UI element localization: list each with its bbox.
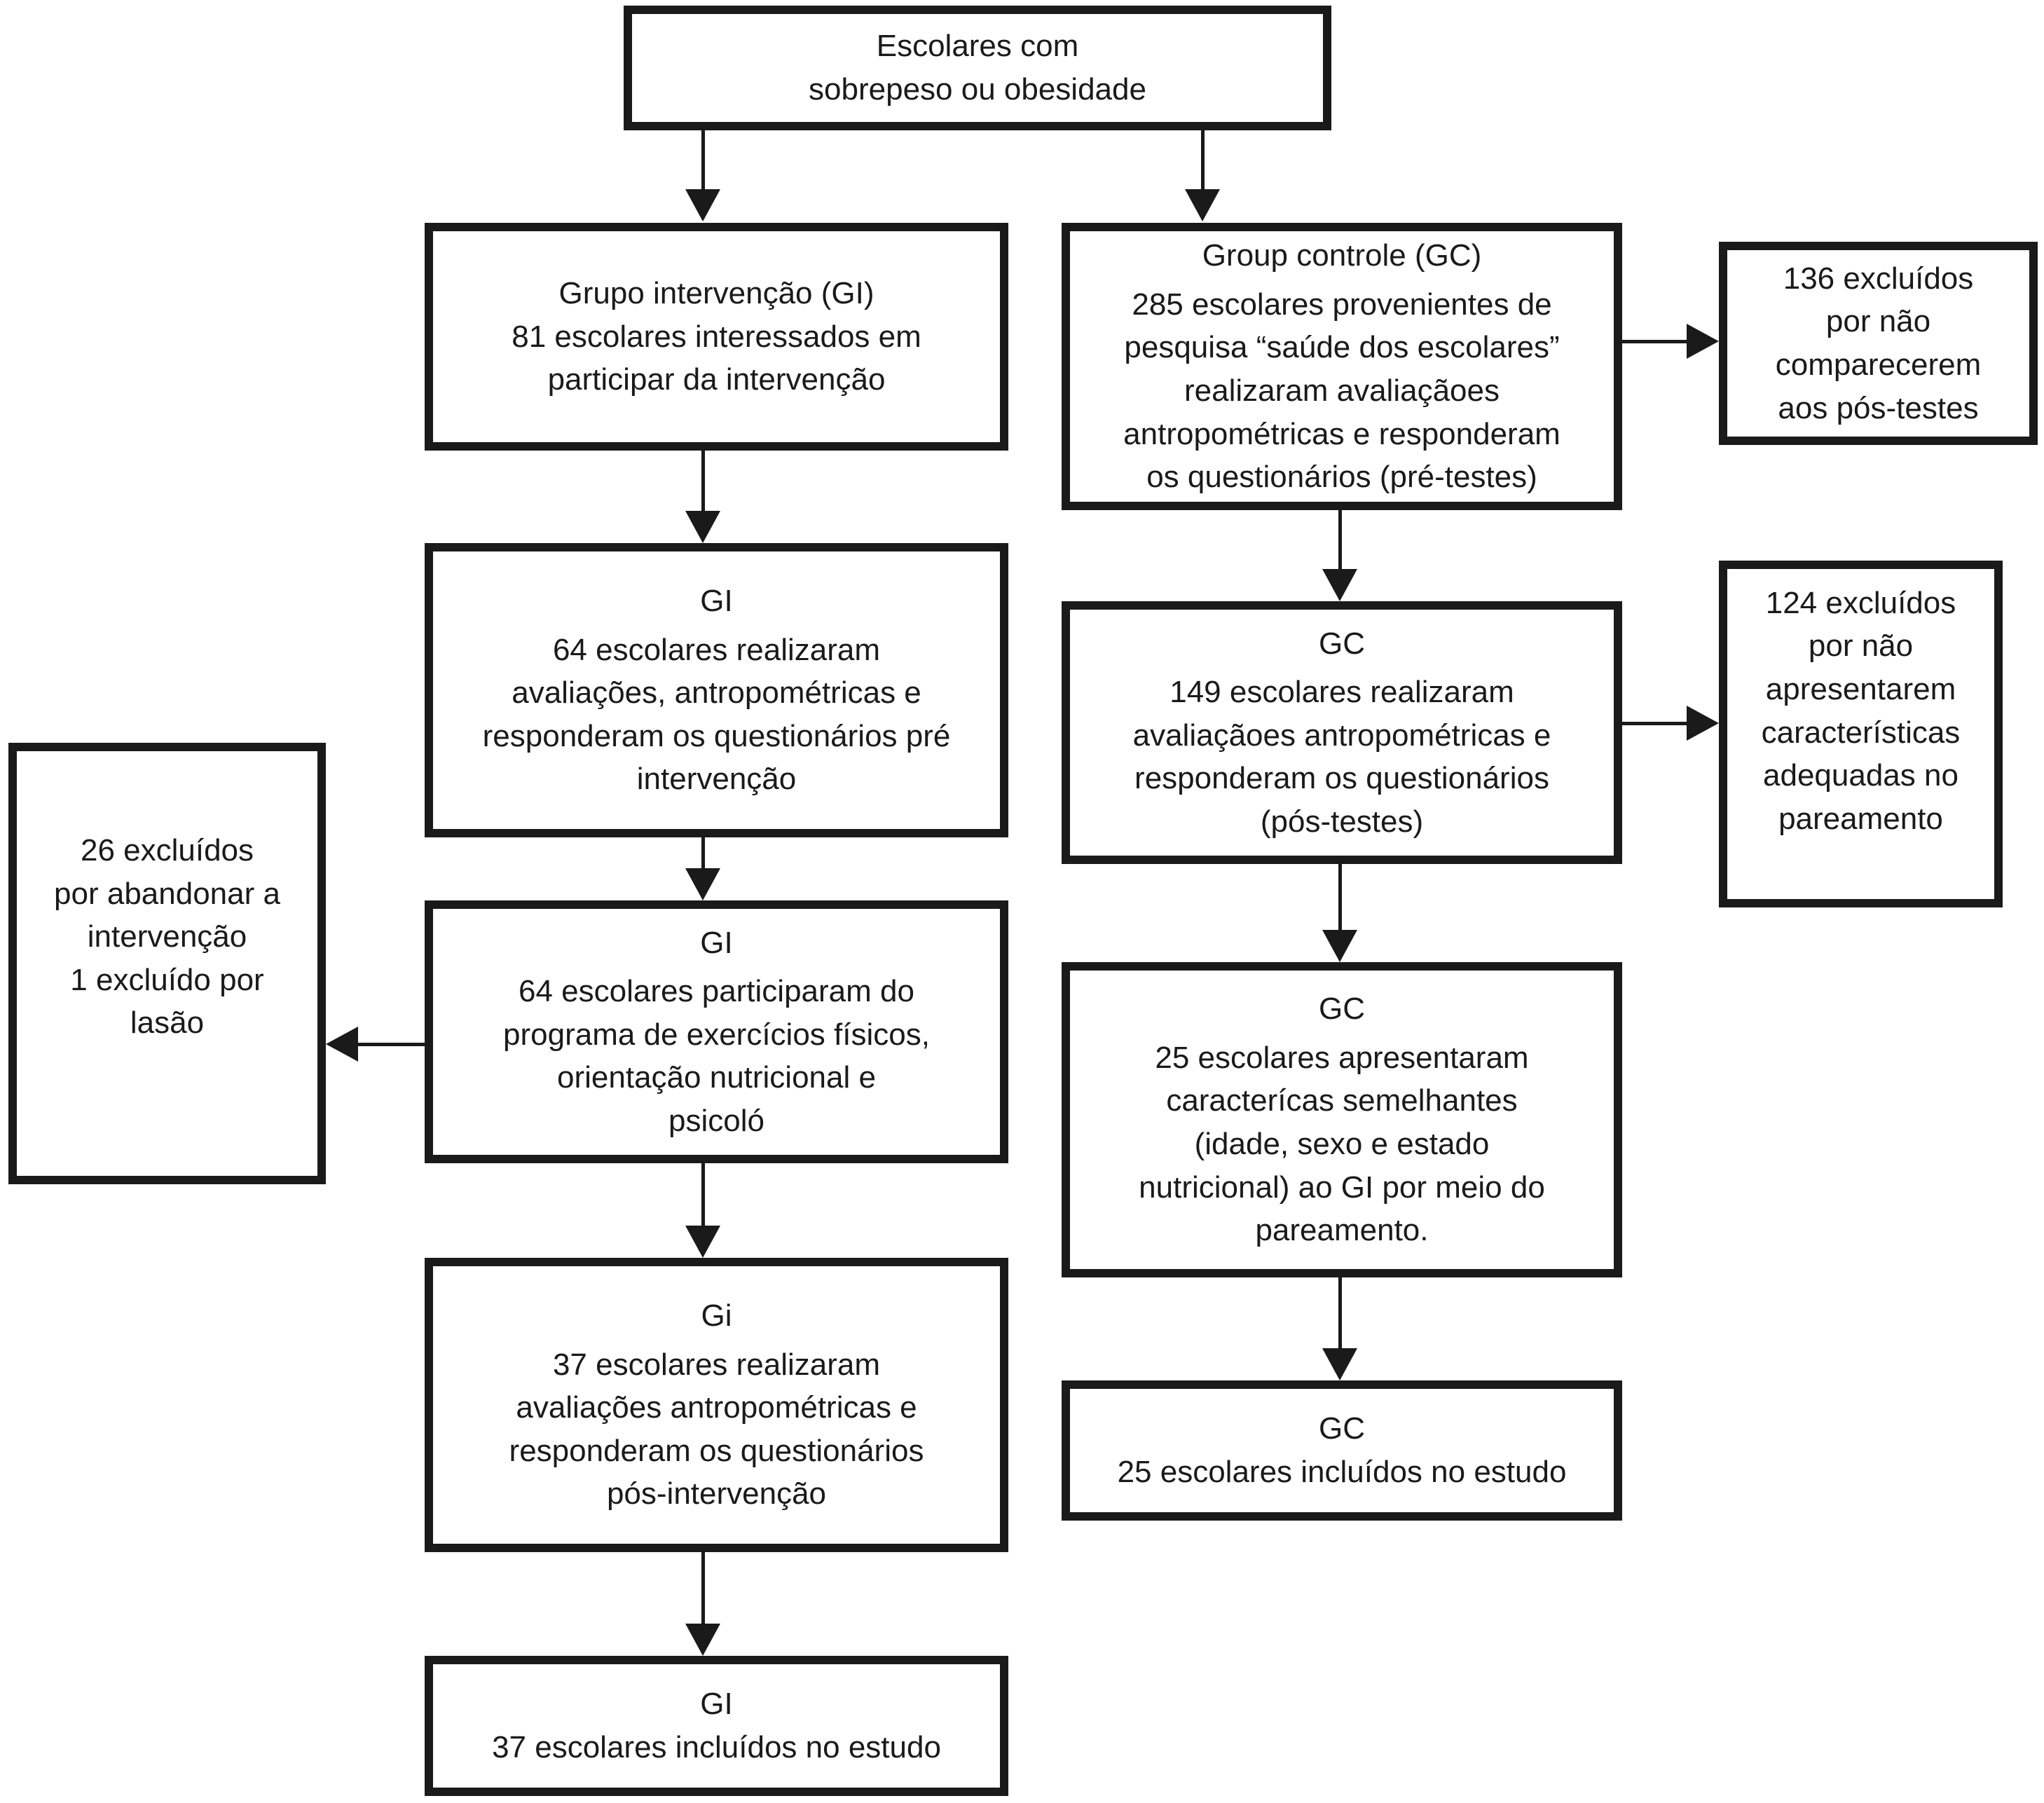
box-excluidos-26: 26 excluídos por abandonar a intervenção… [8, 743, 326, 1184]
box-grupo-intervencao-text: Grupo intervenção (GI) 81 escolares inte… [512, 276, 921, 397]
box-grupo-controle: Group controle (GC) 285 escolares proven… [1062, 223, 1622, 510]
arrowhead-left-icon [326, 1027, 358, 1062]
connector-line [357, 1043, 425, 1046]
box-gc-25-incluidos-title: GC [1319, 1411, 1365, 1446]
box-gi-64-avaliacoes: GI 64 escolares realizaram avaliações, a… [425, 543, 1008, 837]
arrowhead-down-icon [1185, 189, 1220, 221]
box-gc-25-pareamento-title: GC [1319, 992, 1365, 1027]
box-gi-64-programa: GI 64 escolares participaram do programa… [425, 900, 1008, 1163]
box-gi-64-programa-body: 64 escolares participaram do programa de… [503, 974, 930, 1138]
box-gi-37-pos-intervencao: Gi 37 escolares realizaram avaliações an… [425, 1258, 1008, 1552]
connector-line [701, 130, 705, 189]
arrowhead-down-icon [685, 1226, 720, 1258]
box-gc-25-pareamento-body: 25 escolares apresentaram caracterícas s… [1139, 1040, 1545, 1248]
connector-line [701, 837, 705, 868]
box-gc-25-pareamento: GC 25 escolares apresentaram caracteríca… [1062, 962, 1622, 1277]
connector-line [1338, 1277, 1342, 1348]
box-gi-64-avaliacoes-body: 64 escolares realizaram avaliações, antr… [482, 632, 951, 797]
box-gc-149-avaliacoes: GC 149 escolares realizaram avaliaçãoes … [1062, 601, 1622, 864]
box-excluidos-26-text: 26 excluídos por abandonar a intervenção… [54, 833, 280, 1041]
arrowhead-down-icon [685, 189, 720, 221]
box-escolares-top: Escolares com sobrepeso ou obesidade [624, 6, 1331, 130]
box-excluidos-136-text: 136 excluídos por não comparecerem aos p… [1775, 261, 1982, 425]
arrowhead-down-icon [1322, 1348, 1357, 1380]
box-gi-37-pos-intervencao-title: Gi [701, 1298, 732, 1334]
box-excluidos-124: 124 excluídos por não apresentarem carac… [1719, 561, 2003, 907]
box-grupo-controle-body: 285 escolares provenientes de pesquisa “… [1123, 287, 1561, 495]
box-gi-64-avaliacoes-title: GI [700, 584, 733, 619]
box-escolares-top-text: Escolares com sobrepeso ou obesidade [809, 29, 1146, 107]
arrowhead-down-icon [685, 1624, 720, 1656]
arrowhead-right-icon [1687, 706, 1719, 741]
arrowhead-right-icon [1687, 324, 1719, 359]
connector-line [701, 1163, 705, 1226]
connector-line [1622, 340, 1687, 343]
box-gi-37-incluidos: GI 37 escolares incluídos no estudo [425, 1656, 1008, 1796]
arrowhead-down-icon [685, 511, 720, 543]
box-gi-37-pos-intervencao-body: 37 escolares realizaram avaliações antro… [509, 1347, 924, 1511]
box-gc-149-avaliacoes-title: GC [1319, 626, 1365, 661]
box-excluidos-136: 136 excluídos por não comparecerem aos p… [1719, 242, 2038, 445]
box-gc-25-incluidos: GC 25 escolares incluídos no estudo [1062, 1380, 1622, 1521]
box-grupo-controle-title: Group controle (GC) [1202, 238, 1482, 273]
connector-line [1201, 130, 1205, 189]
arrowhead-down-icon [1322, 569, 1357, 601]
arrowhead-down-icon [685, 868, 720, 900]
box-gi-37-incluidos-body: 37 escolares incluídos no estudo [492, 1730, 941, 1764]
connector-line [701, 451, 705, 511]
box-excluidos-124-text: 124 excluídos por não apresentarem carac… [1761, 585, 1961, 836]
connector-line [1338, 510, 1342, 569]
arrowhead-down-icon [1322, 930, 1357, 962]
box-gc-25-incluidos-body: 25 escolares incluídos no estudo [1117, 1455, 1567, 1489]
connector-line [701, 1552, 705, 1624]
connector-line [1338, 864, 1342, 930]
box-gi-37-incluidos-title: GI [700, 1687, 733, 1722]
connector-line [1622, 722, 1687, 725]
box-grupo-intervencao: Grupo intervenção (GI) 81 escolares inte… [425, 223, 1008, 451]
box-gc-149-avaliacoes-body: 149 escolares realizaram avaliaçãoes ant… [1132, 675, 1551, 839]
box-gi-64-programa-title: GI [700, 925, 733, 960]
